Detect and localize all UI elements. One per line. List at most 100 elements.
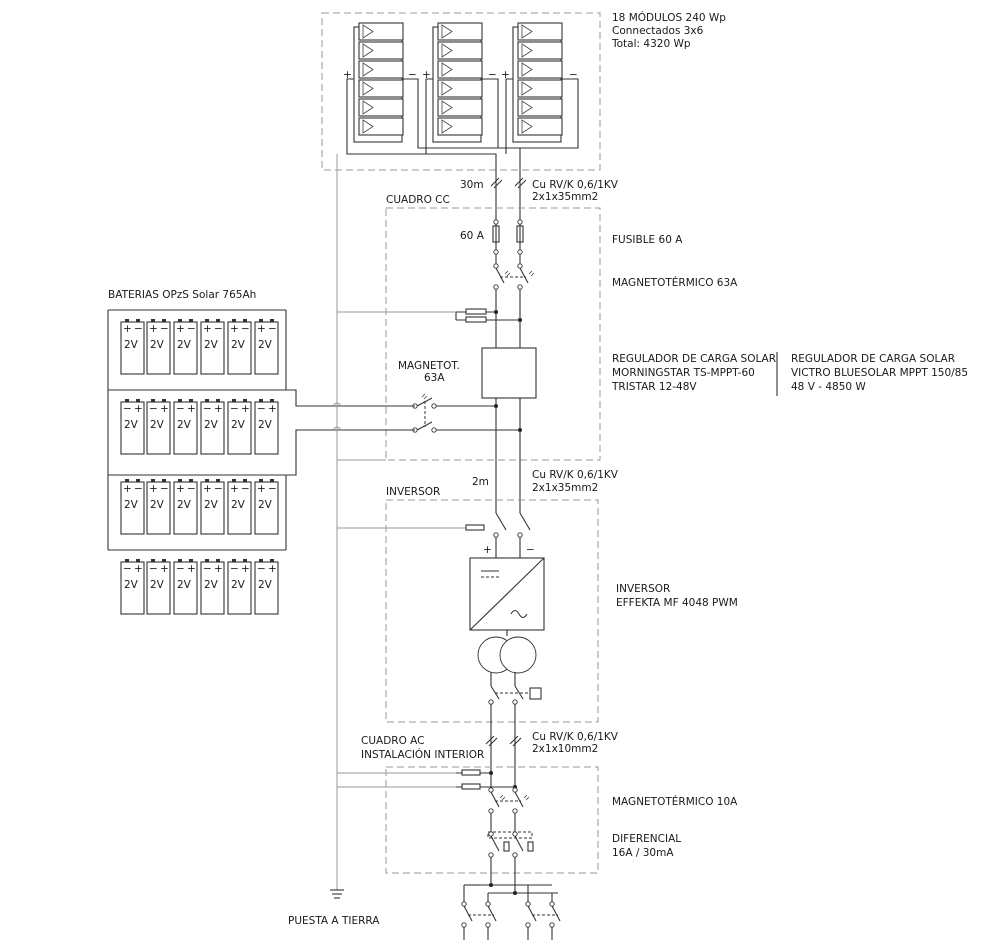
cable-inv-section: 2x1x35mm2 — [532, 482, 598, 494]
battery-cell: −+2V — [227, 558, 252, 615]
battery-cell-terminal-left: + — [149, 483, 158, 495]
battery-cell-terminal-right: + — [187, 563, 196, 575]
battery-cell-terminal-right: − — [134, 483, 143, 495]
battery-cell: +− 2V — [173, 478, 198, 535]
battery-cell-terminal-right: + — [160, 403, 169, 415]
battery-cell-terminal-left: − — [149, 403, 158, 415]
battery-cell-terminal-right: − — [187, 483, 196, 495]
inversor-frame — [385, 499, 599, 723]
battery-cell-terminal-right: − — [160, 483, 169, 495]
differential-line2: 16A / 30mA — [612, 847, 674, 859]
regulator-b-line2: VICTRO BLUESOLAR MPPT 150/85 — [791, 367, 968, 379]
inverter-line2: EFFEKTA MF 4048 PWM — [616, 597, 738, 609]
battery-cell: +−2V — [254, 318, 279, 375]
fuse-label: FUSIBLE 60 A — [612, 234, 683, 246]
cable-pv-length: 30m — [460, 179, 484, 191]
regulator-a-line1: REGULADOR DE CARGA SOLAR — [612, 353, 776, 365]
battery-cell: +−2V — [254, 478, 279, 535]
battery-cell-terminal-left: − — [203, 563, 212, 575]
battery-cell-terminal-right: + — [268, 563, 277, 575]
battery-cell-terminal-left: − — [230, 563, 239, 575]
battery-cell-voltage: 2V — [231, 579, 246, 591]
battery-cell-voltage: 2V — [124, 579, 139, 591]
inverter-plus: + — [483, 544, 492, 556]
battery-cell-voltage: 2V — [150, 499, 165, 511]
breaker-ac-label: MAGNETOTÉRMICO 10A — [612, 795, 738, 808]
pv-string3-plus: + — [501, 69, 510, 81]
cable-pv-section: 2x1x35mm2 — [532, 191, 598, 203]
battery-cell-terminal-right: + — [134, 403, 143, 415]
breaker-batt-63a — [412, 393, 437, 433]
regulator-b-line1: REGULADOR DE CARGA SOLAR — [791, 353, 955, 365]
pv-string-2 — [432, 22, 483, 143]
battery-cell-terminal-left: + — [149, 323, 158, 335]
regulator-a-line3: TRISTAR 12-48V — [611, 381, 697, 393]
battery-cell: −+2V — [200, 398, 225, 455]
battery-cell-terminal-left: + — [123, 483, 132, 495]
fuse-60a — [492, 219, 524, 255]
battery-cell-terminal-right: − — [214, 483, 223, 495]
cuadro-cc-title: CUADRO CC — [386, 194, 450, 206]
cuadro-cc-frame — [385, 207, 601, 461]
ground-conductor — [330, 154, 466, 899]
battery-cell-voltage: 2V — [177, 339, 192, 351]
battery-cell: +−2V — [227, 318, 252, 375]
battery-cell-terminal-left: − — [123, 403, 132, 415]
charge-regulator — [481, 347, 537, 399]
battery-cell-voltage: 2V — [204, 499, 219, 511]
battery-cell-terminal-left: + — [203, 483, 212, 495]
battery-cell-terminal-left: + — [123, 323, 132, 335]
breaker-batt-label2: 63A — [424, 372, 445, 384]
inverter-minus: − — [526, 544, 535, 556]
cuadro-ac-line1: CUADRO AC — [361, 735, 425, 747]
breaker-pv-63a — [493, 263, 535, 290]
ground-label: PUESTA A TIERRA — [288, 915, 380, 927]
battery-cell-terminal-left: + — [203, 323, 212, 335]
battery-cell-terminal-right: − — [187, 323, 196, 335]
battery-cell-terminal-right: + — [241, 563, 250, 575]
battery-cell-terminal-left: + — [176, 483, 185, 495]
cable-ac-type: Cu RV/K 0,6/1KV — [532, 731, 619, 743]
battery-cell-terminal-right: + — [160, 563, 169, 575]
battery-bank: +−2V+−2V+−2V+−2V+−2V+−2V−+2V−+2V−+2V−+2V… — [107, 309, 415, 615]
battery-cell: +−2V — [200, 318, 225, 375]
battery-cell-terminal-right: + — [214, 403, 223, 415]
inverter-input-switch — [493, 512, 531, 538]
battery-cell: −+2V — [254, 558, 279, 615]
inverter-symbol — [469, 557, 545, 631]
battery-cell-voltage: 2V — [150, 419, 165, 431]
pv-total: Total: 4320 Wp — [611, 38, 691, 50]
battery-cell-voltage: 2V — [124, 339, 139, 351]
battery-cell: +− 2V — [146, 478, 171, 535]
regulator-b-line3: 48 V - 4850 W — [791, 381, 866, 393]
battery-cell-voltage: 2V — [258, 579, 273, 591]
battery-cell-voltage: 2V — [150, 579, 165, 591]
breaker-pv-label: MAGNETOTÉRMICO 63A — [612, 276, 738, 289]
battery-cell-terminal-right: − — [241, 483, 250, 495]
final-circuit-breakers — [461, 884, 561, 940]
pv-string3-minus: − — [569, 69, 578, 81]
breaker-ac-10a — [488, 787, 530, 814]
battery-cell-terminal-left: − — [149, 563, 158, 575]
battery-cell-voltage: 2V — [177, 499, 192, 511]
battery-cell-terminal-left: + — [176, 323, 185, 335]
inverter-line1: INVERSOR — [616, 583, 670, 595]
batteries-title: BATERIAS OPzS Solar 765Ah — [108, 289, 256, 301]
battery-cell-voltage: 2V — [231, 339, 246, 351]
battery-cell: −+2V — [254, 398, 279, 455]
inversor-box-title: INVERSOR — [386, 486, 440, 498]
pv-string2-plus: + — [422, 69, 431, 81]
battery-cell-terminal-left: − — [176, 563, 185, 575]
differential-line1: DIFERENCIAL — [612, 833, 681, 845]
battery-cell-terminal-left: − — [203, 403, 212, 415]
battery-cell: +−2V — [227, 478, 252, 535]
battery-cell-voltage: 2V — [124, 499, 139, 511]
cable-inv-type: Cu RV/K 0,6/1KV — [532, 469, 619, 481]
regulator-a-line2: MORNINGSTAR TS-MPPT-60 — [612, 367, 755, 379]
battery-cell: −+2V — [227, 398, 252, 455]
pv-config: Connectados 3x6 — [612, 25, 704, 37]
battery-cell-voltage: 2V — [231, 499, 246, 511]
battery-cell-terminal-left: − — [123, 563, 132, 575]
pv-string-3 — [512, 22, 563, 143]
